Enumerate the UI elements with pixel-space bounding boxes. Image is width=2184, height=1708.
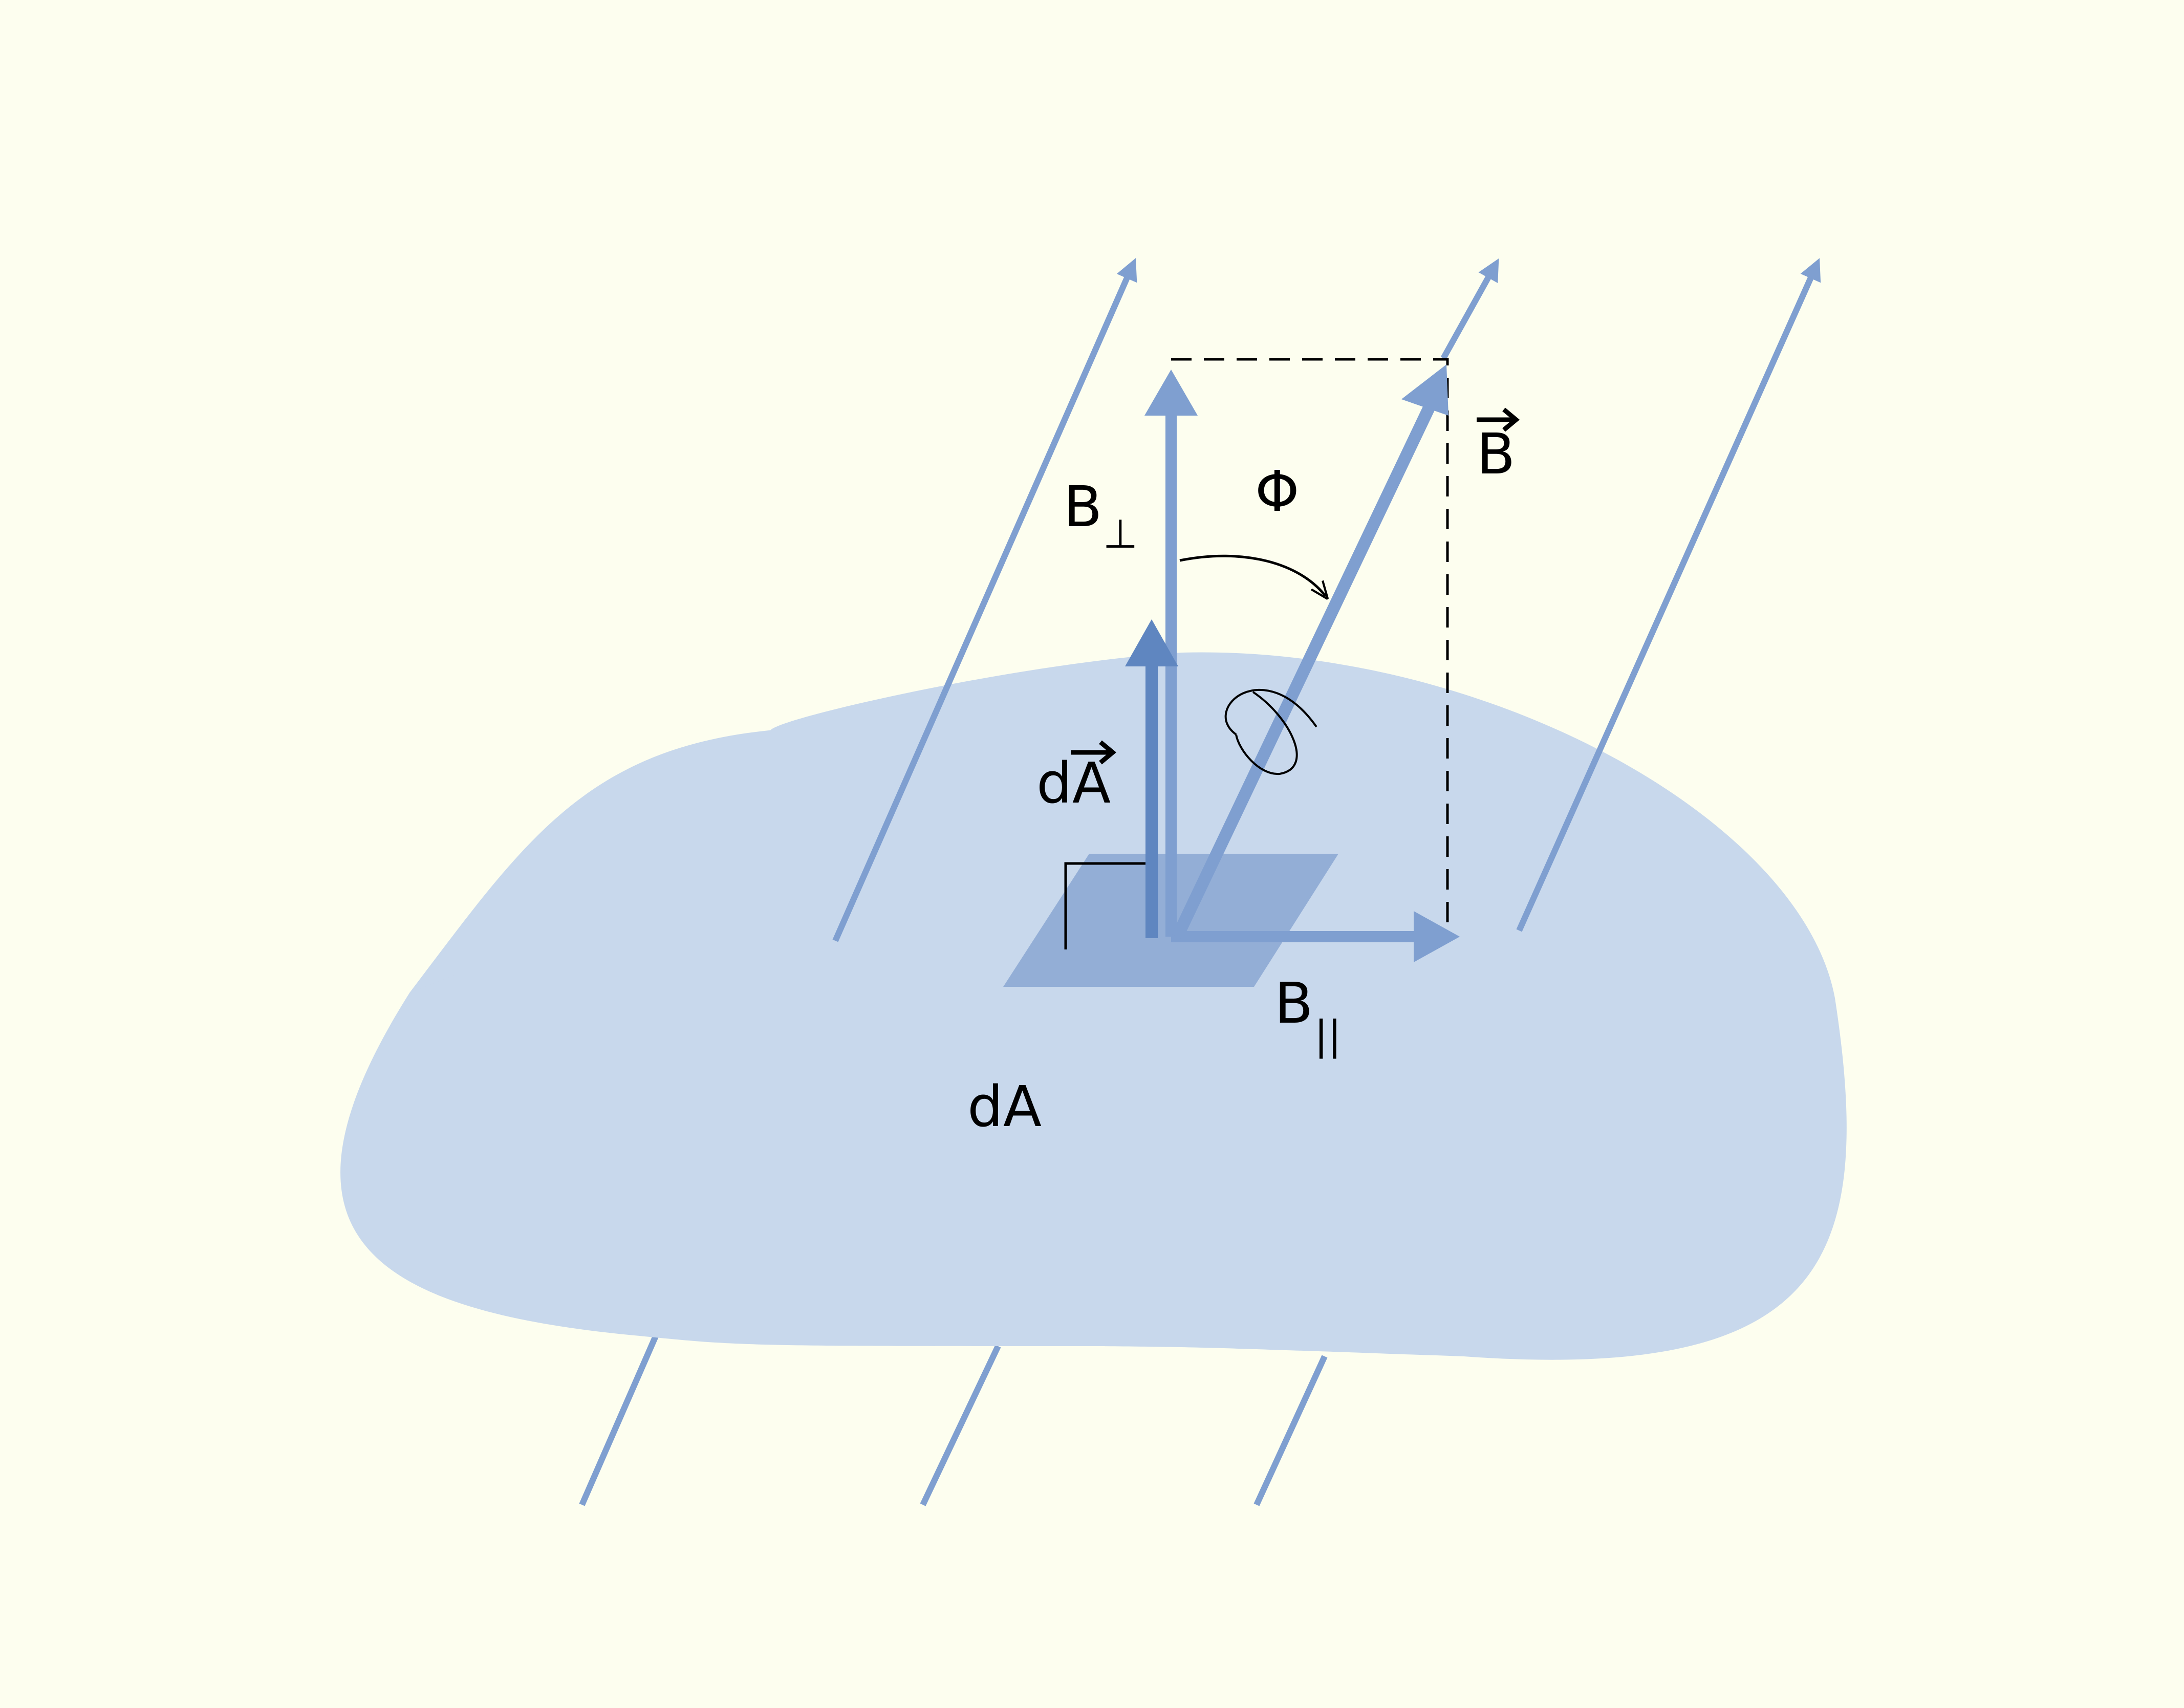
field-line-2 (1440, 258, 1499, 360)
surface-fill (409, 653, 1182, 993)
dashed-guide (1171, 358, 1449, 937)
angle-label: Φ (1255, 459, 1300, 524)
b-par-label: B || (1274, 970, 1342, 1059)
svg-text:B: B (1274, 970, 1313, 1036)
field-line-3 (1516, 258, 1821, 932)
svg-text:B: B (1477, 421, 1515, 487)
field-line-stub-3 (1253, 1355, 1328, 1506)
b-vector-shaft (1172, 396, 1439, 940)
b-vector-arrowhead (1401, 364, 1448, 416)
right-angle-mark (1064, 862, 1149, 949)
b-vector-label: B (1477, 407, 1520, 487)
b-perp-arrowhead (1144, 370, 1198, 416)
area-vector-arrow-head-icon (1099, 740, 1117, 765)
area-vector-label: dA (1036, 740, 1117, 816)
area-vector-arrowhead (1125, 619, 1178, 666)
break-mark-2 (1235, 691, 1298, 775)
area-element-label: dA (967, 1074, 1042, 1139)
svg-text:||: || (1314, 1013, 1342, 1059)
b-par-arrowhead (1414, 911, 1460, 962)
field-line-stub-1 (579, 1324, 663, 1506)
svg-text:B: B (1064, 474, 1102, 539)
field-line-stub-2 (920, 1345, 1001, 1506)
break-mark (1224, 688, 1317, 736)
b-vector-arrow-head-icon (1502, 407, 1520, 432)
field-line-1 (832, 258, 1137, 942)
svg-text:⊥: ⊥ (1103, 511, 1138, 557)
svg-text:dA: dA (1036, 750, 1111, 816)
angle-arc (1179, 554, 1326, 596)
b-perp-label: B ⊥ (1064, 474, 1138, 557)
